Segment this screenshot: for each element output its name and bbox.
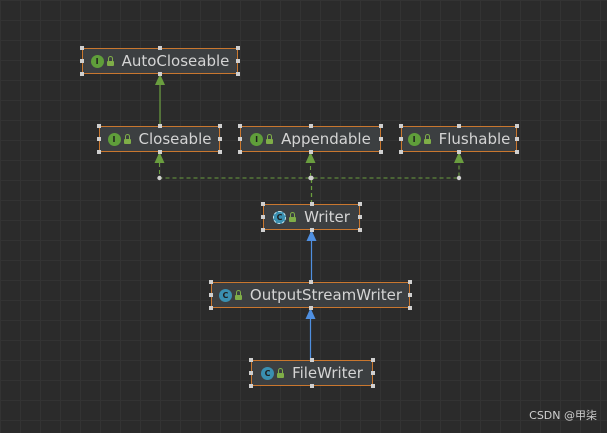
selection-handle[interactable] [358,215,362,219]
node-label: Flushable [439,130,511,148]
public-lock-icon [266,139,273,144]
node-label: Closeable [139,130,212,148]
selection-handle[interactable] [97,150,101,154]
selection-handle[interactable] [371,384,375,388]
selection-handle[interactable] [249,384,253,388]
selection-handle[interactable] [97,137,101,141]
selection-handle[interactable] [261,202,265,206]
selection-handle[interactable] [399,137,403,141]
edge-writer-flushable [312,162,460,204]
selection-handle[interactable] [218,150,222,154]
selection-handle[interactable] [80,72,84,76]
abstract-icon: C [273,211,286,224]
class-icon: C [261,367,274,380]
selection-handle[interactable] [310,384,314,388]
selection-handle[interactable] [399,124,403,128]
selection-handle[interactable] [158,150,162,154]
edge-writer-closeable [160,162,312,204]
selection-handle[interactable] [238,150,242,154]
watermark: CSDN @甲柒 [529,407,597,423]
public-lock-icon [124,139,131,144]
selection-handle[interactable] [408,306,412,310]
interface-icon: I [108,133,121,146]
interface-icon: I [250,133,263,146]
interface-icon: I [91,55,104,68]
class-icon: C [219,289,232,302]
selection-handle[interactable] [379,137,383,141]
node-label: Writer [304,208,350,226]
selection-handle[interactable] [379,150,383,154]
selection-handle[interactable] [261,228,265,232]
selection-handle[interactable] [399,150,403,154]
public-lock-icon [289,217,296,222]
node-outputstreamwriter[interactable]: C OutputStreamWriter [211,282,410,308]
selection-handle[interactable] [309,150,313,154]
node-label: Appendable [281,130,371,148]
selection-handle[interactable] [158,46,162,50]
selection-handle[interactable] [236,59,240,63]
selection-handle[interactable] [309,306,313,310]
selection-handle[interactable] [457,124,461,128]
selection-handle[interactable] [209,293,213,297]
selection-handle[interactable] [371,358,375,362]
selection-handle[interactable] [238,124,242,128]
selection-handle[interactable] [236,46,240,50]
selection-handle[interactable] [209,280,213,284]
selection-handle[interactable] [249,371,253,375]
selection-handle[interactable] [358,202,362,206]
selection-handle[interactable] [218,124,222,128]
selection-handle[interactable] [515,150,519,154]
selection-handle[interactable] [236,72,240,76]
selection-handle[interactable] [209,306,213,310]
selection-handle[interactable] [408,280,412,284]
selection-handle[interactable] [80,59,84,63]
selection-handle[interactable] [261,215,265,219]
node-label: OutputStreamWriter [250,286,402,304]
selection-handle[interactable] [457,150,461,154]
selection-handle[interactable] [310,202,314,206]
selection-handle[interactable] [358,228,362,232]
selection-handle[interactable] [408,293,412,297]
edge-bend-point [309,176,313,180]
selection-handle[interactable] [249,358,253,362]
edge-bend-point [457,176,461,180]
public-lock-icon [107,61,114,66]
node-label: AutoCloseable [122,52,230,70]
node-flushable[interactable]: I Flushable [401,126,517,152]
selection-handle[interactable] [158,124,162,128]
public-lock-icon [424,139,431,144]
node-writer[interactable]: C Writer [263,204,360,230]
selection-handle[interactable] [238,137,242,141]
selection-handle[interactable] [379,124,383,128]
selection-handle[interactable] [515,124,519,128]
interface-icon: I [408,133,421,146]
node-filewriter[interactable]: C FileWriter [251,360,373,386]
selection-handle[interactable] [310,358,314,362]
node-closeable[interactable]: I Closeable [99,126,220,152]
selection-handle[interactable] [310,228,314,232]
edge-bend-point [157,176,161,180]
public-lock-icon [277,373,284,378]
selection-handle[interactable] [371,371,375,375]
node-appendable[interactable]: I Appendable [240,126,381,152]
selection-handle[interactable] [515,137,519,141]
node-autocloseable[interactable]: I AutoCloseable [82,48,238,74]
node-label: FileWriter [292,364,363,382]
selection-handle[interactable] [80,46,84,50]
public-lock-icon [235,295,242,300]
selection-handle[interactable] [309,280,313,284]
selection-handle[interactable] [218,137,222,141]
selection-handle[interactable] [309,124,313,128]
selection-handle[interactable] [97,124,101,128]
selection-handle[interactable] [158,72,162,76]
